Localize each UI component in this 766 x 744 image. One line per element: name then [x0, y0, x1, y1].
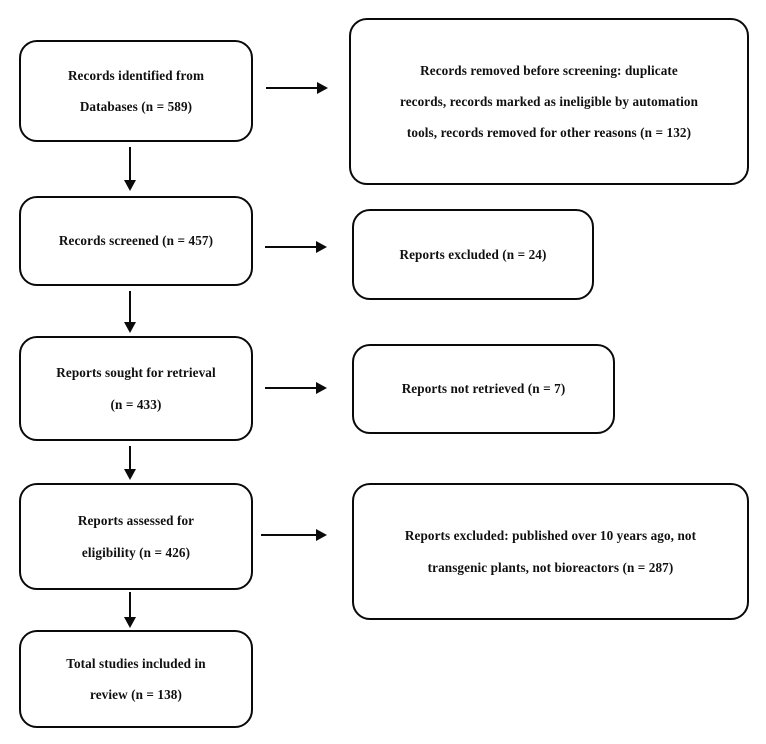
arrow-head	[123, 617, 136, 628]
node-reports-excluded-eligibility[interactable]: Reports excluded: published over 10 year…	[352, 483, 749, 620]
node-records-screened[interactable]: Records screened (n = 457)	[19, 196, 253, 286]
node-total-studies-included[interactable]: Total studies included in review (n = 13…	[19, 630, 253, 728]
arrow-head	[316, 528, 327, 541]
arrow-head	[123, 469, 136, 480]
arrow-head	[317, 81, 328, 94]
node-reports-not-retrieved[interactable]: Reports not retrieved (n = 7)	[352, 344, 615, 434]
node-reports-excluded-screening-label: Reports excluded (n = 24)	[399, 246, 547, 262]
arrow-head	[316, 240, 327, 253]
arrow-identified-to-removed	[266, 80, 328, 96]
arrow-shaft	[261, 534, 317, 536]
node-reports-excluded-screening[interactable]: Reports excluded (n = 24)	[352, 209, 594, 300]
arrow-assessed-to-excluded	[261, 527, 327, 543]
arrow-head	[123, 180, 136, 191]
arrow-identified-to-screened	[122, 147, 138, 191]
arrow-head	[123, 322, 136, 333]
arrow-shaft	[128, 446, 132, 470]
node-reports-sought-for-retrieval[interactable]: Reports sought for retrieval (n = 433)	[19, 336, 253, 441]
node-total-studies-included-label: Total studies included in review (n = 13…	[66, 655, 206, 702]
node-reports-sought-for-retrieval-label: Reports sought for retrieval (n = 433)	[56, 365, 216, 412]
arrow-head	[316, 381, 327, 394]
arrow-sought-to-not-retrieved	[265, 380, 327, 396]
node-records-screened-label: Records screened (n = 457)	[58, 233, 214, 249]
node-records-identified[interactable]: Records identified from Databases (n = 5…	[19, 40, 253, 142]
node-records-removed-before-screening[interactable]: Records removed before screening: duplic…	[349, 18, 749, 185]
arrow-screened-to-sought	[122, 291, 138, 333]
node-records-identified-label: Records identified from Databases (n = 5…	[67, 67, 205, 114]
arrow-screened-to-excluded	[265, 239, 327, 255]
arrow-shaft	[128, 592, 132, 618]
node-records-removed-before-screening-label: Records removed before screening: duplic…	[399, 62, 699, 140]
arrow-assessed-to-included	[122, 592, 138, 628]
node-reports-assessed-for-eligibility[interactable]: Reports assessed for eligibility (n = 42…	[19, 483, 253, 590]
arrow-shaft	[128, 147, 132, 181]
arrow-shaft	[265, 387, 317, 389]
node-reports-assessed-for-eligibility-label: Reports assessed for eligibility (n = 42…	[77, 513, 195, 560]
node-reports-excluded-eligibility-label: Reports excluded: published over 10 year…	[404, 528, 697, 575]
arrow-shaft	[128, 291, 132, 323]
arrow-shaft	[265, 246, 317, 248]
arrow-shaft	[266, 87, 318, 89]
node-reports-not-retrieved-label: Reports not retrieved (n = 7)	[401, 381, 566, 397]
arrow-sought-to-assessed	[122, 446, 138, 480]
